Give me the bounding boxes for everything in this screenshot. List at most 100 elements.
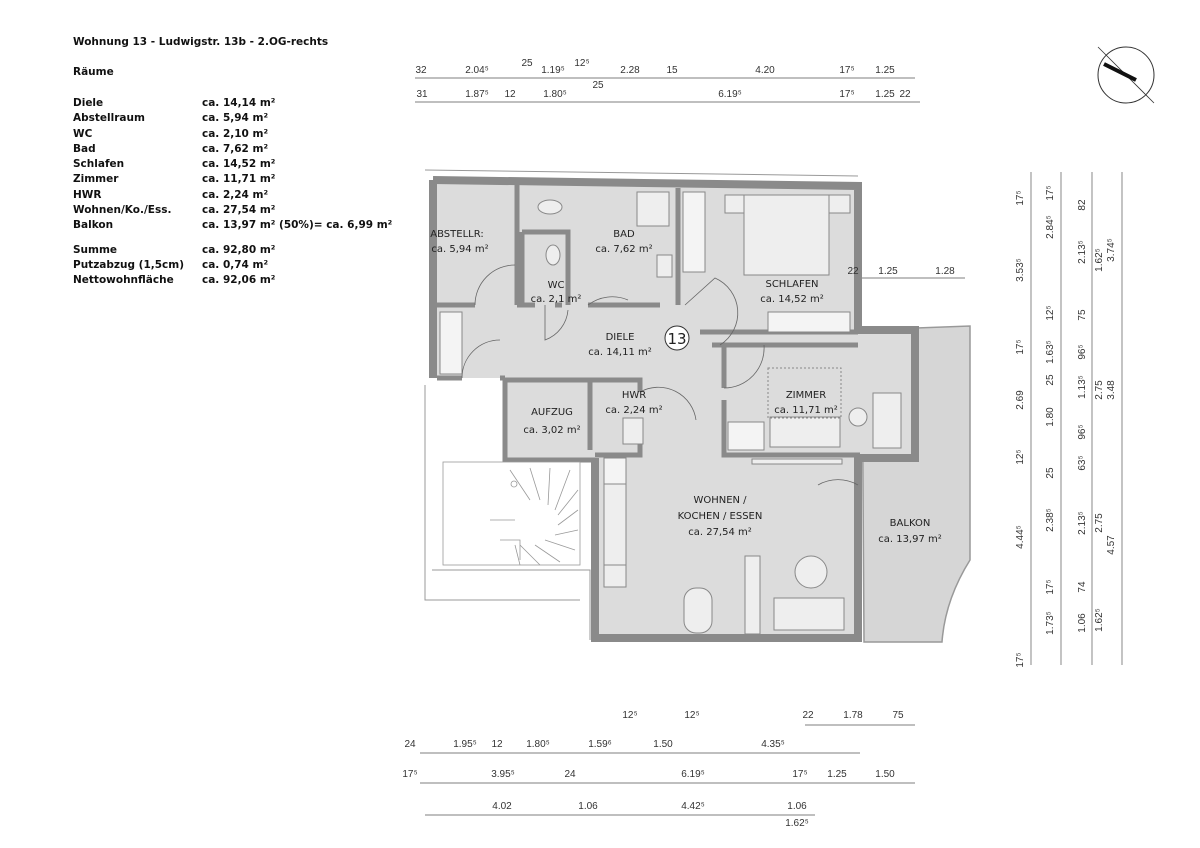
room-name-wohnen-1: WOHNEN / xyxy=(693,495,747,506)
wardrobe-zimmer xyxy=(727,421,765,451)
room-name-wohnen-2: KOCHEN / ESSEN xyxy=(678,511,763,522)
dimension-label: 12⁵ xyxy=(574,58,589,69)
dimension-label: 3.74⁵ xyxy=(1106,238,1117,262)
dimension-label: 22 xyxy=(899,89,911,100)
dimension-label: 17⁵ xyxy=(839,65,854,76)
dimension-label: 12⁵ xyxy=(622,710,637,721)
area-row: Schlafen ca. 14,52 m² xyxy=(73,157,392,172)
dimension-label: 4.57 xyxy=(1106,535,1117,555)
room-area: ca. 13,97 m² (50%)= ca. 6,99 m² xyxy=(202,219,393,232)
dimension-label: 24 xyxy=(404,739,416,750)
dimension-label: 4.35⁵ xyxy=(761,739,785,750)
wardrobe-bad xyxy=(682,191,706,273)
room-area-wc: ca. 2,1 m² xyxy=(531,294,582,305)
room-name: Wohnen/Ko./Ess. xyxy=(73,204,172,217)
kitchen-cabinet xyxy=(603,457,627,485)
dimension-label: 17⁵ xyxy=(839,89,854,100)
dimension-label: 12⁵ xyxy=(1015,449,1026,464)
room-name: Bad xyxy=(73,142,96,155)
dimension-label: 12 xyxy=(491,739,503,750)
dimension-label: 75 xyxy=(1077,309,1088,321)
dimension-label: 1.28 xyxy=(935,266,955,277)
room-name: Diele xyxy=(73,97,104,109)
dimension-label: 1.80⁵ xyxy=(526,739,550,750)
dimension-label: 17⁵ xyxy=(1015,339,1026,354)
bed xyxy=(743,194,830,276)
unit-marker xyxy=(664,325,690,351)
dimension-label: 15 xyxy=(666,65,678,76)
area-row: Wohnen/Ko./Ess. ca. 27,54 m² xyxy=(73,203,392,218)
room-area: ca. 14,52 m² xyxy=(202,158,276,171)
room-area: ca. 92,80 m² xyxy=(202,243,276,256)
area-row: Balkon ca. 13,97 m² (50%)= ca. 6,99 m² xyxy=(73,218,392,233)
wardrobe-schlafen xyxy=(767,311,851,333)
dimension-label: 4.44⁵ xyxy=(1015,525,1026,549)
dimension-label: 2.38⁵ xyxy=(1045,508,1056,532)
apartment-title: Wohnung 13 - Ludwigstr. 13b - 2.OG-recht… xyxy=(73,36,329,48)
room-name-zimmer: ZIMMER xyxy=(786,390,826,401)
shower xyxy=(636,191,670,227)
dimension-label: 2.84⁵ xyxy=(1045,215,1056,239)
room-name-aufzug: AUFZUG xyxy=(531,407,573,418)
unit-number: 13 xyxy=(667,330,686,348)
dimension-label: 1.62⁵ xyxy=(1094,248,1105,272)
shelf xyxy=(751,458,843,465)
doors xyxy=(461,264,859,486)
dimension-label: 1.62⁵ xyxy=(785,818,809,829)
dimension-label: 1.06 xyxy=(787,801,807,812)
dimension-label: 1.80 xyxy=(1045,407,1056,427)
dimension-label: 2.75 xyxy=(1094,380,1105,400)
zimmer-carpet xyxy=(767,367,842,419)
dimension-label: 1.06 xyxy=(1077,613,1088,633)
dimension-label: 4.42⁵ xyxy=(681,801,705,812)
dimension-label: 2.69 xyxy=(1015,390,1026,410)
room-area: ca. 0,74 m² xyxy=(202,258,269,271)
room-area: ca. 27,54 m² xyxy=(202,204,276,217)
room-name: HWR xyxy=(73,188,102,201)
room-area: ca. 92,06 m² xyxy=(202,274,276,287)
dimension-label: 22 xyxy=(802,710,814,721)
room-area-diele: ca. 14,11 m² xyxy=(588,347,652,358)
room-name: Abstellraum xyxy=(73,112,145,125)
room-name-hwr: HWR xyxy=(622,390,646,401)
dimension-label: 12⁵ xyxy=(684,710,699,721)
dimension-label: 75 xyxy=(892,710,904,721)
roof-edge xyxy=(424,169,859,177)
room-area-aufzug: ca. 3,02 m² xyxy=(523,425,580,436)
room-name: WC xyxy=(73,127,93,140)
dimension-label: 2.13⁵ xyxy=(1077,511,1088,535)
dimension-label: 3.53⁵ xyxy=(1015,258,1026,282)
dimension-label: 82 xyxy=(1077,199,1088,211)
dimension-label: 96⁵ xyxy=(1077,344,1088,359)
dimension-label: 17⁵ xyxy=(792,769,807,780)
furniture xyxy=(439,191,902,635)
dimension-label: 17⁵ xyxy=(1045,579,1056,594)
elevator-floor xyxy=(511,382,583,454)
dimension-label: 17⁵ xyxy=(1045,185,1056,200)
washer xyxy=(622,417,644,445)
dimension-label: 1.73⁵ xyxy=(1045,611,1056,635)
kitchen-counter xyxy=(603,483,627,567)
staircase xyxy=(442,461,581,566)
apartment-floor xyxy=(433,180,915,638)
room-area-wohnen: ca. 27,54 m² xyxy=(688,527,752,538)
dimension-label: 17⁵ xyxy=(402,769,417,780)
dimension-label: 1.80⁵ xyxy=(543,89,567,100)
dimension-label: 24 xyxy=(564,769,576,780)
dimension-label: 3.48 xyxy=(1106,380,1117,400)
room-name-wc: WC xyxy=(548,280,565,291)
dimension-label: 1.25 xyxy=(875,89,895,100)
room-name: Schlafen xyxy=(73,158,125,171)
dining-table xyxy=(683,587,713,634)
room-name: Balkon xyxy=(73,219,114,232)
room-name: Putzabzug (1,5cm) xyxy=(73,258,185,271)
room-name-diele: DIELE xyxy=(606,332,635,343)
